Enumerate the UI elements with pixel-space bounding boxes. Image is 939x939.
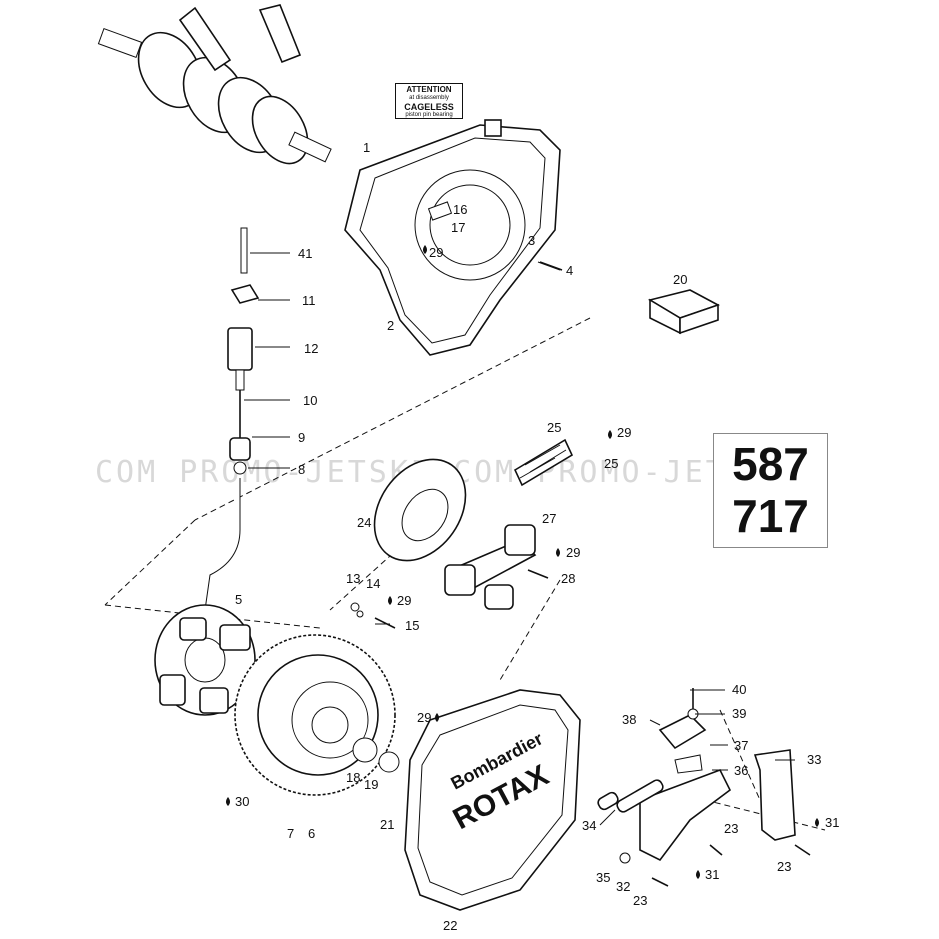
callout-7: 7: [287, 826, 294, 841]
callout-2: 2: [387, 318, 394, 333]
decal-line1: ATTENTION: [406, 85, 452, 94]
engine-code-717: 717: [732, 490, 809, 542]
bolts: [350, 261, 811, 887]
callout-29b: 29: [617, 425, 631, 440]
callout-23b: 23: [633, 893, 647, 908]
callout-29c: 29: [566, 545, 580, 560]
callout-25a: 25: [547, 420, 561, 435]
callout-3: 3: [528, 233, 535, 248]
trigger-plate: [373, 458, 467, 562]
callout-32: 32: [616, 879, 630, 894]
oil-drop-icon: [423, 245, 427, 254]
callout-5: 5: [235, 592, 242, 607]
callout-1: 1: [363, 140, 370, 155]
attention-decal: ATTENTION at disassembly CAGELESS piston…: [395, 83, 463, 119]
decal-line2: at disassembly: [409, 95, 449, 101]
oil-drop-icon: [696, 870, 700, 879]
callout-14: 14: [366, 576, 380, 591]
callout-31b: 31: [705, 867, 719, 882]
callout-29d: 29: [397, 593, 411, 608]
stator-assembly: [154, 604, 256, 716]
callout-25b: 25: [604, 456, 618, 471]
counterweight-part-27: [444, 524, 537, 610]
callout-17: 17: [451, 220, 465, 235]
callout-34: 34: [582, 818, 596, 833]
oil-drop-icons: [226, 245, 819, 879]
decal-line3: CAGELESS: [404, 102, 454, 112]
callout-9: 9: [298, 430, 305, 445]
callout-16: 16: [453, 202, 467, 217]
bracket-parts: [597, 714, 796, 862]
engine-code-587: 587: [732, 438, 809, 490]
callout-41: 41: [298, 246, 312, 261]
callout-8: 8: [298, 462, 305, 477]
callout-11: 11: [302, 293, 316, 308]
callout-40: 40: [732, 682, 746, 697]
callout-29a: 29: [429, 245, 443, 260]
callout-30: 30: [235, 794, 249, 809]
callout-10: 10: [303, 393, 317, 408]
oil-drop-icon: [435, 713, 439, 722]
crankshaft: [97, 4, 332, 165]
decal-line4: piston pin bearing: [405, 112, 453, 118]
callout-35: 35: [596, 870, 610, 885]
engine-code-box: 587 717: [713, 433, 828, 548]
part-20-block: [647, 289, 720, 335]
leader-lines: [244, 252, 795, 826]
callout-36: 36: [734, 763, 748, 778]
callout-13: 13: [346, 571, 360, 586]
oil-drop-icon: [556, 548, 560, 557]
callout-21: 21: [380, 817, 394, 832]
callout-28: 28: [561, 571, 575, 586]
callout-27: 27: [542, 511, 556, 526]
spring-part-25: [513, 438, 574, 487]
callout-23c: 23: [777, 859, 791, 874]
callout-29e: 29: [417, 710, 431, 725]
wiring-harness: [204, 227, 260, 611]
callout-23a: 23: [724, 821, 738, 836]
callout-6: 6: [308, 826, 315, 841]
oil-drop-icon: [608, 430, 612, 439]
callout-19: 19: [364, 777, 378, 792]
flywheel: [234, 634, 400, 796]
callout-24: 24: [357, 515, 371, 530]
callout-22: 22: [443, 918, 457, 933]
callout-18: 18: [346, 770, 360, 785]
callout-4: 4: [566, 263, 573, 278]
callout-33: 33: [807, 752, 821, 767]
callout-38: 38: [622, 712, 636, 727]
oil-drop-icon: [226, 797, 230, 806]
oil-drop-icon: [815, 818, 819, 827]
oil-drop-icon: [388, 596, 392, 605]
callout-31a: 31: [825, 815, 839, 830]
callout-labels: 1 2 3 4 5 6 7 8 9 10 11 12 13 14 15 16 1…: [235, 140, 839, 933]
rotax-cover: [404, 689, 581, 911]
callout-39: 39: [732, 706, 746, 721]
callout-12: 12: [304, 341, 318, 356]
callout-37: 37: [734, 738, 748, 753]
callout-20: 20: [673, 272, 687, 287]
magneto-housing: [344, 119, 561, 356]
callout-15: 15: [405, 618, 419, 633]
